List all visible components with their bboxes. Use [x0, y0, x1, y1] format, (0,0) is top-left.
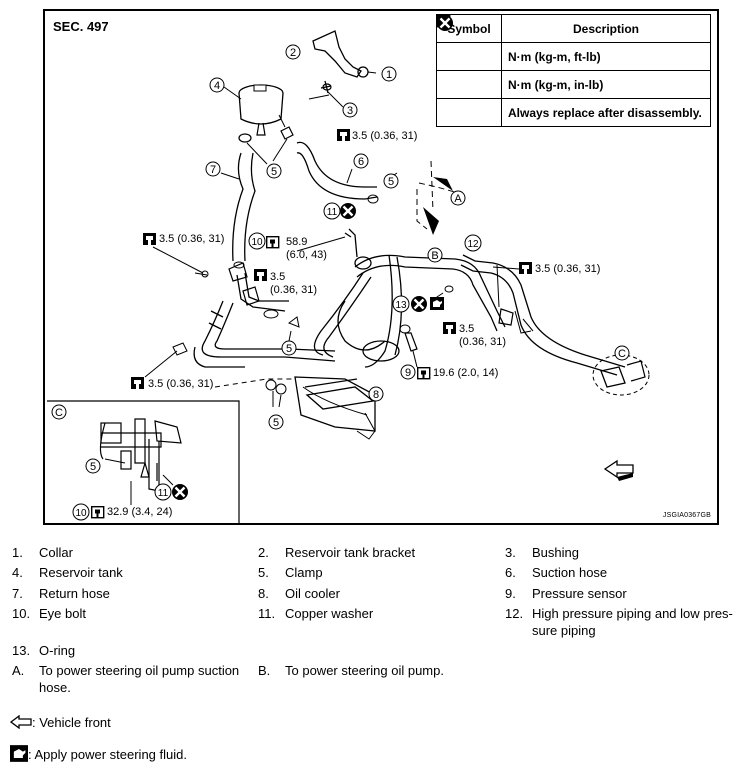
vehicle-front-arrow-icon	[9, 714, 32, 730]
apply-fluid-note: : Apply power steering fluid.	[10, 745, 187, 762]
reservoir-tank	[238, 84, 286, 136]
torque-value: (6.0, 43)	[286, 249, 327, 261]
reservoir-tank-bracket	[312, 30, 362, 78]
torque-value: (0.36, 31)	[270, 284, 318, 296]
symbol-row-description: N·m (kg-m, in-lb)	[501, 70, 711, 99]
symbol-table: Symbol Description N·m (kg-m, ft-lb) N·m…	[436, 14, 711, 127]
vehicle-front-text: : Vehicle front	[32, 715, 111, 730]
torque-value: (0.36, 31)	[459, 336, 507, 348]
collar	[357, 66, 369, 78]
oil-cooler	[294, 376, 376, 440]
torque-value: 19.6 (2.0, 14)	[433, 367, 499, 379]
detail-c-inset	[99, 418, 182, 492]
torque-value: 32.9 (3.4, 24)	[107, 506, 173, 518]
torque-value: 3.5 (0.36, 31)	[159, 233, 225, 245]
bushing	[322, 83, 332, 91]
torque-value: 58.9	[286, 236, 308, 248]
section-label: SEC. 497	[53, 19, 109, 34]
apply-fluid-icon	[10, 745, 28, 762]
torque-value: 3.5 (0.36, 31)	[352, 130, 418, 142]
torque-value: 3.5	[459, 323, 475, 335]
apply-fluid-text: : Apply power steering fluid.	[28, 747, 187, 762]
symbol-row-description: N·m (kg-m, ft-lb)	[501, 42, 711, 71]
replace-cross-icon	[436, 14, 454, 32]
torque-value: 3.5 (0.36, 31)	[535, 263, 601, 275]
figure-code: JSGIA0367GB	[662, 512, 711, 519]
diagram-frame: SEC. 497 Symbol Description N·m (kg-m, f…	[43, 9, 719, 525]
torque-value: 3.5	[270, 271, 286, 283]
parts-drawing	[47, 30, 650, 525]
description-header: Description	[501, 14, 711, 43]
symbol-row-description: Always replace after disassembly.	[501, 98, 711, 127]
high-low-pressure-piping	[313, 254, 626, 376]
vehicle-front-note: : Vehicle front	[9, 714, 111, 730]
torque-value: 3.5 (0.36, 31)	[148, 378, 214, 390]
